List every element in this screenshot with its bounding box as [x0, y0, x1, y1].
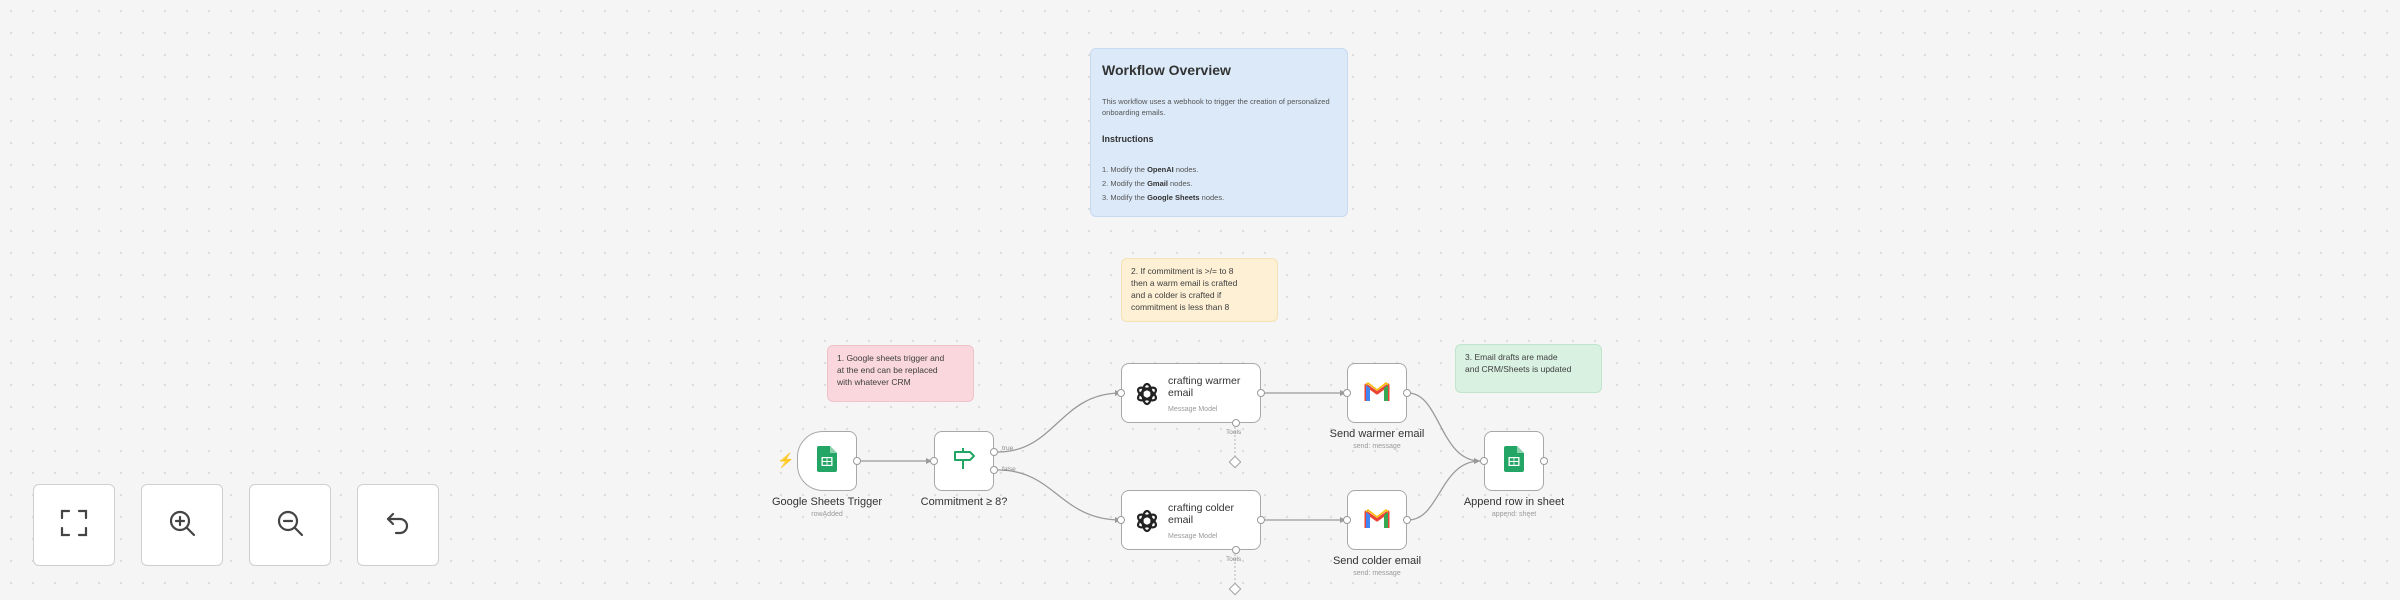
node-subtitle: Message Model — [1168, 406, 1218, 413]
if-node-label: Commitment ≥ 8? — [920, 496, 1008, 508]
false-output-port[interactable] — [990, 466, 998, 474]
node-subtitle: Message Model — [1168, 533, 1218, 540]
input-port[interactable] — [1480, 457, 1488, 465]
input-port[interactable] — [1343, 516, 1351, 524]
drafts-note[interactable]: 3. Email drafts are made and CRM/Sheets … — [1455, 344, 1602, 393]
trigger-note-text: 1. Google sheets trigger and at the end … — [837, 353, 945, 387]
trigger-node-subtitle: rowAdded — [811, 511, 843, 518]
trigger-node-label: Google Sheets Trigger — [771, 496, 883, 508]
node-title: crafting warmer email — [1168, 375, 1241, 399]
append-row-label: Append row in sheet — [1463, 496, 1565, 508]
signpost-icon — [951, 446, 977, 477]
zoom-in-icon — [167, 508, 197, 543]
false-branch-label: false — [1002, 466, 1016, 473]
instruction-item: 1. Modify the OpenAI nodes. — [1102, 165, 1199, 174]
append-row-in-sheet-node[interactable] — [1480, 431, 1548, 491]
google-sheets-trigger-node[interactable] — [797, 431, 861, 491]
instructions-heading: Instructions — [1102, 134, 1154, 144]
edge-if-false-to-cold — [997, 469, 1122, 521]
output-port[interactable] — [853, 457, 861, 465]
send-warmer-email-label: Send warmer email — [1329, 428, 1425, 440]
input-port[interactable] — [930, 457, 938, 465]
undo-icon — [383, 508, 413, 543]
edge-if-true-to-warm — [997, 392, 1122, 453]
zoom-out-button[interactable] — [249, 484, 331, 566]
tools-port-label: Tools — [1226, 556, 1242, 563]
tools-port[interactable] — [1232, 419, 1240, 427]
append-row-subtitle: append: sheet — [1491, 511, 1537, 518]
crafting-warmer-email-node[interactable]: crafting warmer email Message Model — [1117, 363, 1265, 427]
tools-port[interactable] — [1232, 546, 1240, 554]
send-colder-email-label: Send colder email — [1332, 555, 1422, 567]
zoom-in-button[interactable] — [141, 484, 223, 566]
output-port[interactable] — [1257, 389, 1265, 397]
output-port[interactable] — [1403, 389, 1411, 397]
edge-send-warm-to-append — [1407, 392, 1481, 462]
zoom-out-icon — [275, 508, 305, 543]
fit-view-icon — [59, 508, 89, 543]
output-port[interactable] — [1540, 457, 1548, 465]
input-port[interactable] — [1343, 389, 1351, 397]
tools-port-label: Tools — [1226, 429, 1242, 436]
output-port[interactable] — [1257, 516, 1265, 524]
send-warmer-email-node[interactable] — [1343, 363, 1411, 423]
google-sheets-icon — [1504, 445, 1524, 477]
node-title: crafting colder email — [1168, 502, 1234, 526]
google-sheets-icon — [817, 445, 837, 477]
trigger-note[interactable]: 1. Google sheets trigger and at the end … — [827, 345, 974, 402]
if-node[interactable] — [930, 431, 998, 491]
reset-zoom-button[interactable] — [357, 484, 439, 566]
send-colder-email-node[interactable] — [1343, 490, 1411, 550]
send-warmer-email-subtitle: send: message — [1353, 443, 1401, 450]
openai-icon — [1132, 506, 1162, 536]
input-port[interactable] — [1117, 516, 1125, 524]
output-port[interactable] — [1403, 516, 1411, 524]
input-port[interactable] — [1117, 389, 1125, 397]
trigger-bolt-icon: ⚡ — [777, 452, 795, 468]
instruction-item: 3. Modify the Google Sheets nodes. — [1102, 193, 1225, 202]
gmail-icon — [1364, 508, 1390, 533]
condition-note[interactable]: 2. If commitment is >/= to 8 then a warm… — [1121, 258, 1278, 322]
overview-description: This workflow uses a webhook to trigger … — [1102, 97, 1330, 117]
openai-icon — [1132, 379, 1162, 409]
crafting-colder-email-node[interactable]: crafting colder email Message Model — [1117, 490, 1265, 554]
workflow-overview-note[interactable]: Workflow Overview This workflow uses a w… — [1090, 48, 1348, 217]
send-colder-email-subtitle: send: message — [1353, 570, 1401, 577]
fit-view-button[interactable] — [33, 484, 115, 566]
instructions-list: 1. Modify the OpenAI nodes. 2. Modify th… — [1102, 163, 1338, 205]
instruction-item: 2. Modify the Gmail nodes. — [1102, 179, 1193, 188]
true-branch-label: true — [1002, 445, 1014, 452]
condition-note-text: 2. If commitment is >/= to 8 then a warm… — [1131, 266, 1238, 312]
true-output-port[interactable] — [990, 448, 998, 456]
drafts-note-text: 3. Email drafts are made and CRM/Sheets … — [1465, 352, 1572, 374]
overview-title: Workflow Overview — [1102, 62, 1231, 78]
gmail-icon — [1364, 381, 1390, 406]
